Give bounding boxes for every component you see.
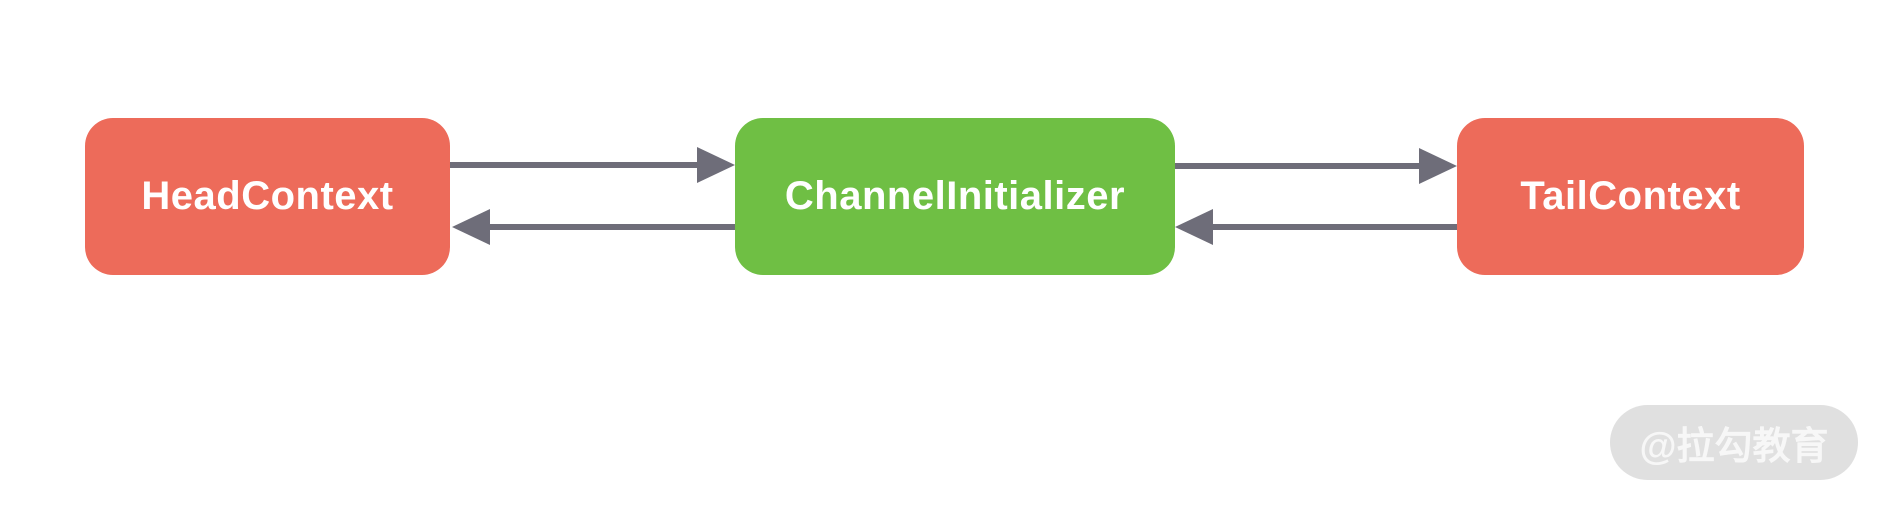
arrow-tail-to-initializer	[1175, 209, 1457, 245]
node-tailcontext-label: TailContext	[1520, 174, 1741, 218]
node-channelinitializer-label: ChannelInitializer	[784, 174, 1126, 218]
arrow-head-icon	[452, 209, 490, 245]
node-headcontext-label: HeadContext	[141, 174, 394, 218]
node-channelinitializer: ChannelInitializer	[735, 118, 1175, 275]
watermark-label: @拉勾教育	[1639, 426, 1829, 468]
arrow-initializer-to-tail	[1175, 148, 1457, 184]
node-headcontext: HeadContext	[85, 118, 450, 275]
arrow-initializer-to-head	[452, 209, 735, 245]
arrow-head-icon	[1175, 209, 1213, 245]
node-tailcontext: TailContext	[1457, 118, 1804, 275]
arrow-head-to-initializer	[450, 147, 735, 183]
arrow-head-icon	[1419, 148, 1457, 184]
arrow-head-icon	[697, 147, 735, 183]
watermark-badge: @拉勾教育	[1610, 405, 1858, 480]
